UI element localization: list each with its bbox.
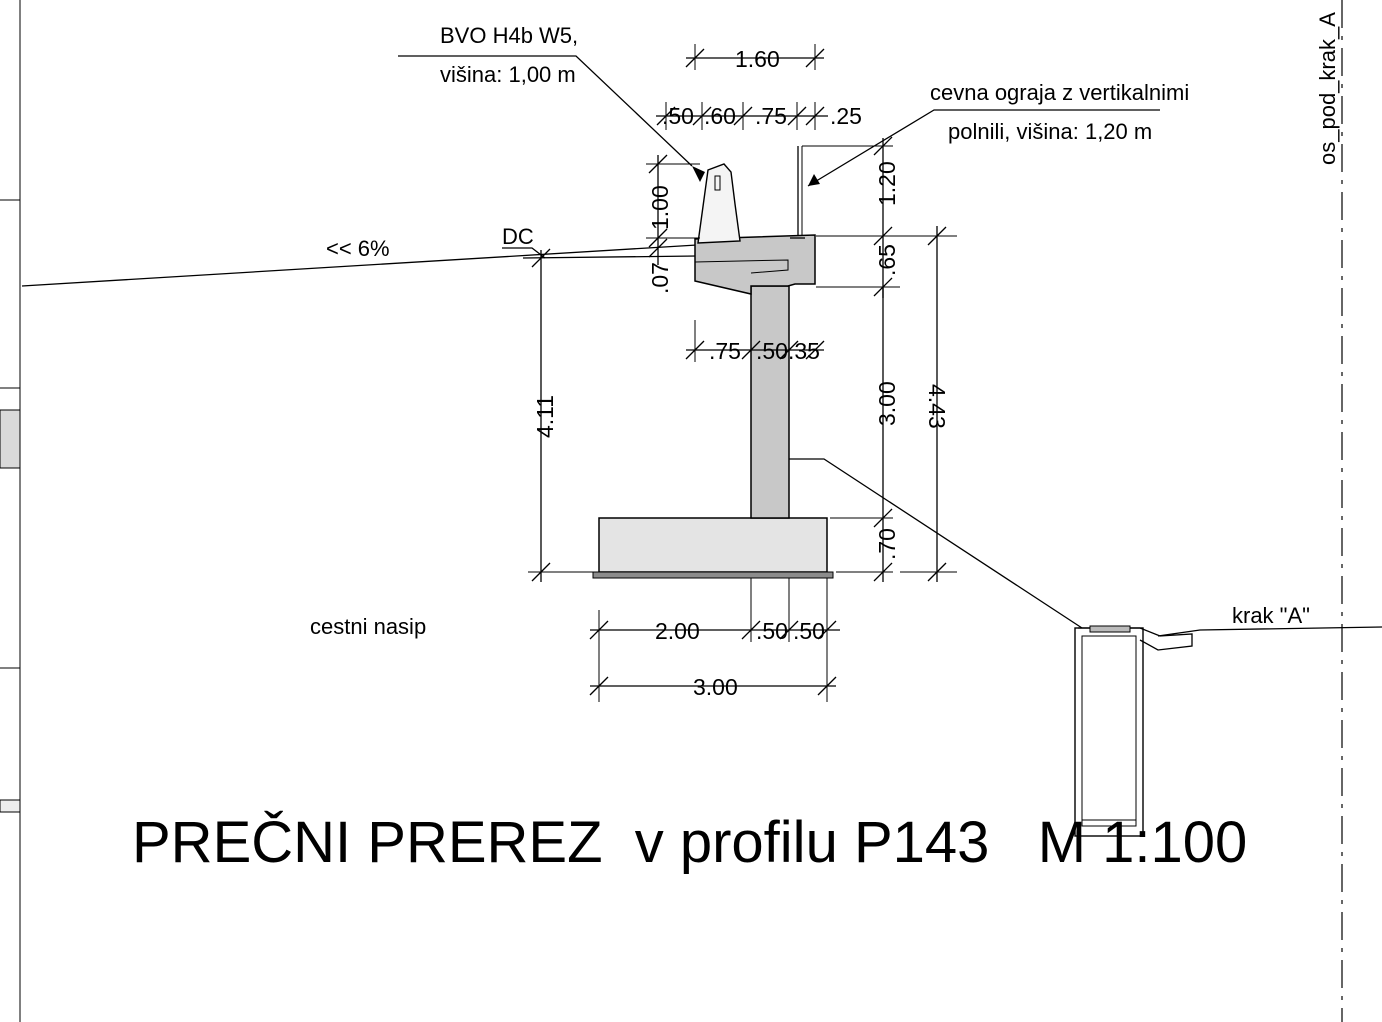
dim-base-c: .50 bbox=[793, 618, 825, 644]
dim-slab-offset: .07 bbox=[647, 262, 673, 294]
dimension-lines bbox=[528, 44, 957, 702]
dim-total-height: 4.43 bbox=[924, 384, 950, 429]
retaining-wall-structure bbox=[592, 146, 834, 579]
dim-top-total: 1.60 bbox=[735, 46, 780, 72]
dim-wall-a: .75 bbox=[709, 338, 741, 364]
dim-wall-height: 3.00 bbox=[874, 381, 900, 426]
terrain-lines bbox=[21, 244, 1382, 637]
embankment-label: cestni nasip bbox=[310, 614, 426, 639]
axis-label: os_pod_krak_A bbox=[1315, 12, 1340, 165]
wall-stem bbox=[750, 285, 790, 519]
dim-wall-c: .35 bbox=[788, 338, 820, 364]
slope-label: << 6% bbox=[326, 236, 390, 261]
barrier-label-1: BVO H4b W5, bbox=[440, 23, 578, 48]
dim-top-d: .25 bbox=[830, 103, 862, 129]
dim-wall-b: .50 bbox=[756, 338, 788, 364]
dim-top-a: .50 bbox=[662, 103, 694, 129]
drainage-channel bbox=[1074, 625, 1193, 837]
dim-top-c: .75 bbox=[755, 103, 787, 129]
sheet-frame-left bbox=[0, 0, 21, 1022]
cantilever-slab bbox=[694, 234, 816, 295]
concrete-barrier bbox=[697, 163, 741, 244]
road-label: DC bbox=[502, 224, 534, 249]
drawing-title: PREČNI PREREZ v profilu P143 M 1:100 bbox=[132, 810, 1247, 875]
dim-barrier-height: 1.00 bbox=[647, 185, 673, 230]
railing-label-2: polnili, višina: 1,20 m bbox=[948, 119, 1152, 144]
barrier-label-2: višina: 1,00 m bbox=[440, 62, 576, 87]
dim-base-a: 2.00 bbox=[655, 618, 700, 644]
axis-line: os_pod_krak_A bbox=[1315, 0, 1343, 1022]
dim-top-b: .60 bbox=[704, 103, 736, 129]
annotations: BVO H4b W5, višina: 1,00 m cevna ograja … bbox=[132, 23, 1310, 875]
branch-label: krak "A" bbox=[1232, 603, 1310, 628]
dim-base-total: 3.00 bbox=[693, 674, 738, 700]
dim-railing-height: 1.20 bbox=[874, 161, 900, 206]
footing bbox=[598, 517, 828, 573]
dim-left-height: 4.11 bbox=[532, 395, 558, 438]
railing-label-1: cevna ograja z vertikalnimi bbox=[930, 80, 1189, 105]
base-layer bbox=[592, 571, 834, 579]
dim-footing-height: .70 bbox=[874, 528, 900, 560]
dim-slab-thickness: .65 bbox=[874, 244, 900, 276]
dim-base-b: .50 bbox=[756, 618, 788, 644]
